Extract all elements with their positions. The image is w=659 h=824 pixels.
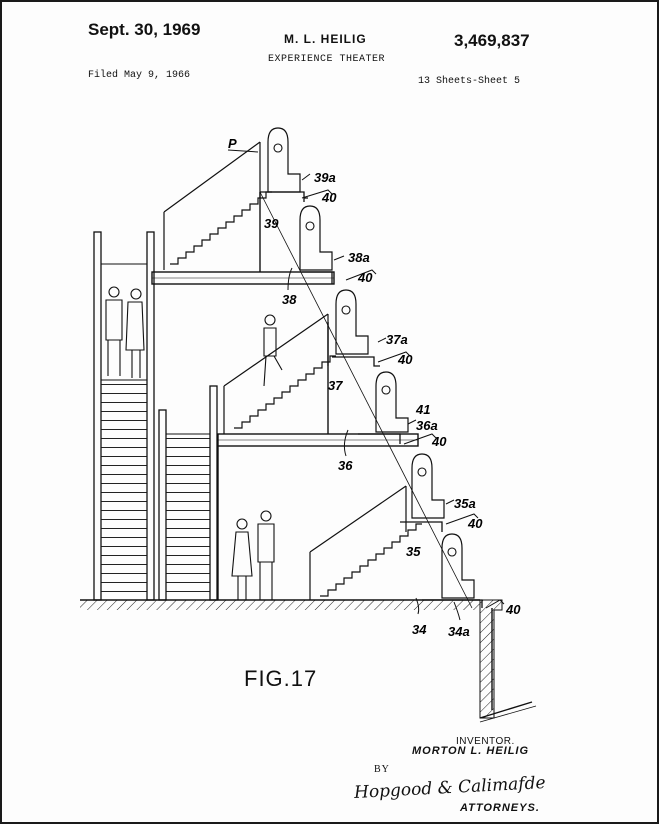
ref-39: 39 xyxy=(264,216,279,231)
seating-tiers xyxy=(259,191,483,609)
ref-37: 37 xyxy=(328,378,343,393)
ref-38a: 38a xyxy=(348,250,370,265)
ref-37a: 37a xyxy=(386,332,408,347)
ref-40-c: 40 xyxy=(397,352,413,367)
ref-leader-lines xyxy=(227,149,505,621)
ref-40-e: 40 xyxy=(467,516,483,531)
by-label: BY xyxy=(374,764,390,775)
ref-P: P xyxy=(228,136,237,151)
escalator-right xyxy=(158,385,218,601)
ref-40-d: 40 xyxy=(431,434,447,449)
inventor-name: MORTON L. HEILIG xyxy=(412,745,530,757)
floor-slabs xyxy=(151,192,419,600)
ref-36: 36 xyxy=(338,458,353,473)
theater-seats xyxy=(267,127,475,599)
patent-number: 3,469,837 xyxy=(454,31,530,50)
reference-numerals: P 39a 40 39 38a 40 38 37a 40 37 41 36a 4… xyxy=(228,136,521,639)
ref-35: 35 xyxy=(406,544,421,559)
ref-40-a: 40 xyxy=(321,190,337,205)
ref-38: 38 xyxy=(282,292,297,307)
ref-41: 41 xyxy=(415,402,430,417)
figure-label: FIG.17 xyxy=(244,666,318,691)
ref-39a: 39a xyxy=(314,170,336,185)
sheet-count: 13 Sheets-Sheet 5 xyxy=(418,76,521,87)
ground-hatching xyxy=(80,599,537,723)
stairs xyxy=(163,141,422,600)
attorneys-label: ATTORNEYS. xyxy=(460,802,540,814)
ref-35a: 35a xyxy=(454,496,476,511)
inventor-label: INVENTOR. xyxy=(456,736,515,747)
escalator-left xyxy=(93,231,155,601)
ref-34a: 34a xyxy=(448,624,470,639)
ref-40-f: 40 xyxy=(505,602,521,617)
people-figures xyxy=(105,143,457,600)
ref-36a: 36a xyxy=(416,418,438,433)
patent-title: EXPERIENCE THEATER xyxy=(268,54,386,65)
ref-34: 34 xyxy=(412,622,427,637)
patent-date: Sept. 30, 1969 xyxy=(88,20,201,39)
inventor-header: M. L. HEILIG xyxy=(284,32,367,46)
filed-date: Filed May 9, 1966 xyxy=(88,70,191,81)
ref-40-b: 40 xyxy=(357,270,373,285)
